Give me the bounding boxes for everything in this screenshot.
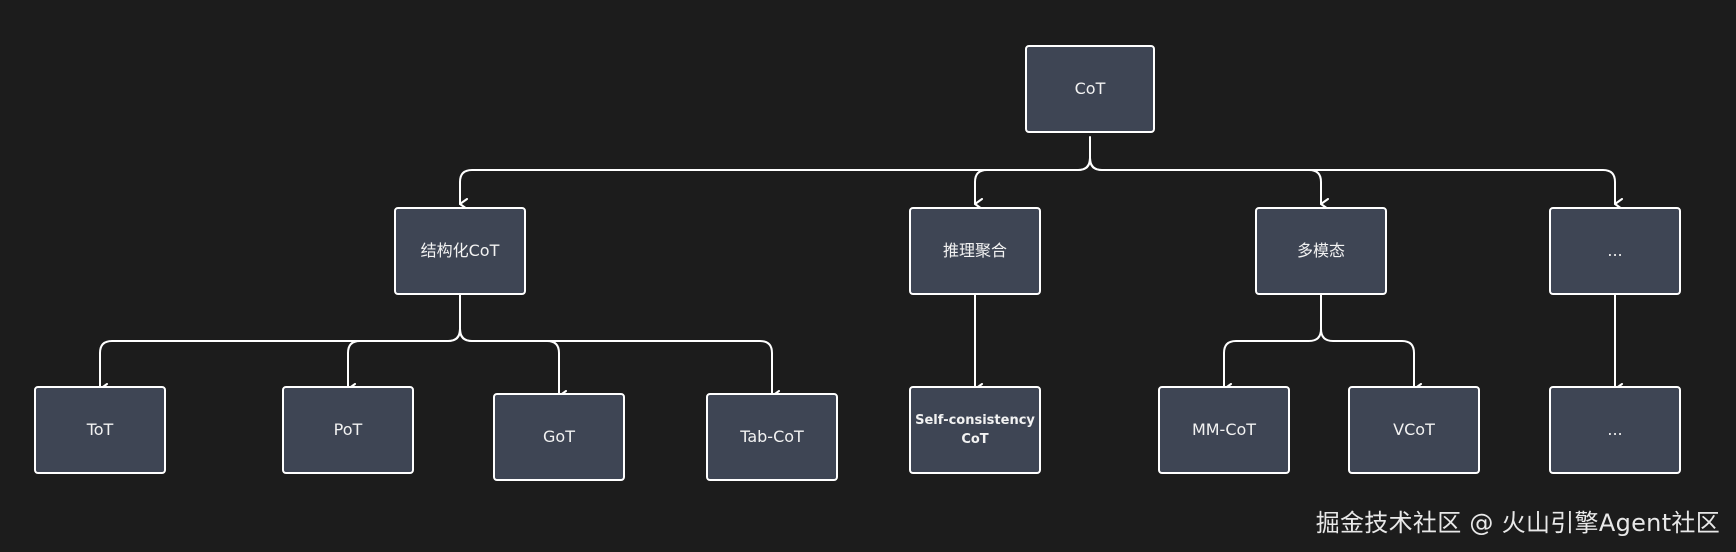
node-label: ToT: [86, 420, 114, 439]
node-label: 推理聚合: [942, 241, 1007, 260]
node-label: VCoT: [1393, 420, 1435, 439]
node-reasoning-aggregation: 推理聚合: [909, 207, 1041, 295]
node-more-category: ...: [1549, 207, 1681, 295]
node-label: Tab-CoT: [740, 427, 804, 446]
node-structured-cot: 结构化CoT: [394, 207, 526, 295]
connector-root-more: [1089, 157, 1623, 210]
connector-root-aggregation: [974, 157, 1091, 210]
node-got: GoT: [493, 393, 625, 481]
node-mm-cot: MM-CoT: [1158, 386, 1290, 474]
node-vcot: VCoT: [1348, 386, 1480, 474]
node-label: ...: [1607, 420, 1623, 439]
node-label: CoT: [1074, 79, 1106, 98]
node-label: GoT: [543, 427, 575, 446]
node-label: MM-CoT: [1191, 420, 1257, 439]
connector-structured-pot: [347, 328, 461, 395]
watermark-text: 掘金技术社区 @ 火山引擎Agent社区: [1315, 509, 1720, 537]
connector-multimodal-mmcot: [1223, 294, 1322, 395]
connector-multimodal-vcot: [1320, 328, 1422, 395]
node-more-leaf: ...: [1549, 386, 1681, 474]
connector-structured-got: [459, 328, 567, 402]
node-self-consistency-cot: Self-consistency CoT: [909, 386, 1041, 474]
node-label: 多模态: [1296, 241, 1345, 260]
connector-structured-tabcot: [459, 328, 780, 402]
node-tot: ToT: [34, 386, 166, 474]
node-label: PoT: [333, 420, 363, 439]
node-pot: PoT: [282, 386, 414, 474]
node-cot-root: CoT: [1025, 45, 1155, 133]
node-tab-cot: Tab-CoT: [706, 393, 838, 481]
node-label: 结构化CoT: [420, 241, 500, 260]
node-label: ...: [1607, 241, 1623, 260]
connector-root-multimodal: [1089, 157, 1329, 210]
node-label: Self-consistency CoT: [915, 413, 1035, 447]
node-multimodal: 多模态: [1255, 207, 1387, 295]
